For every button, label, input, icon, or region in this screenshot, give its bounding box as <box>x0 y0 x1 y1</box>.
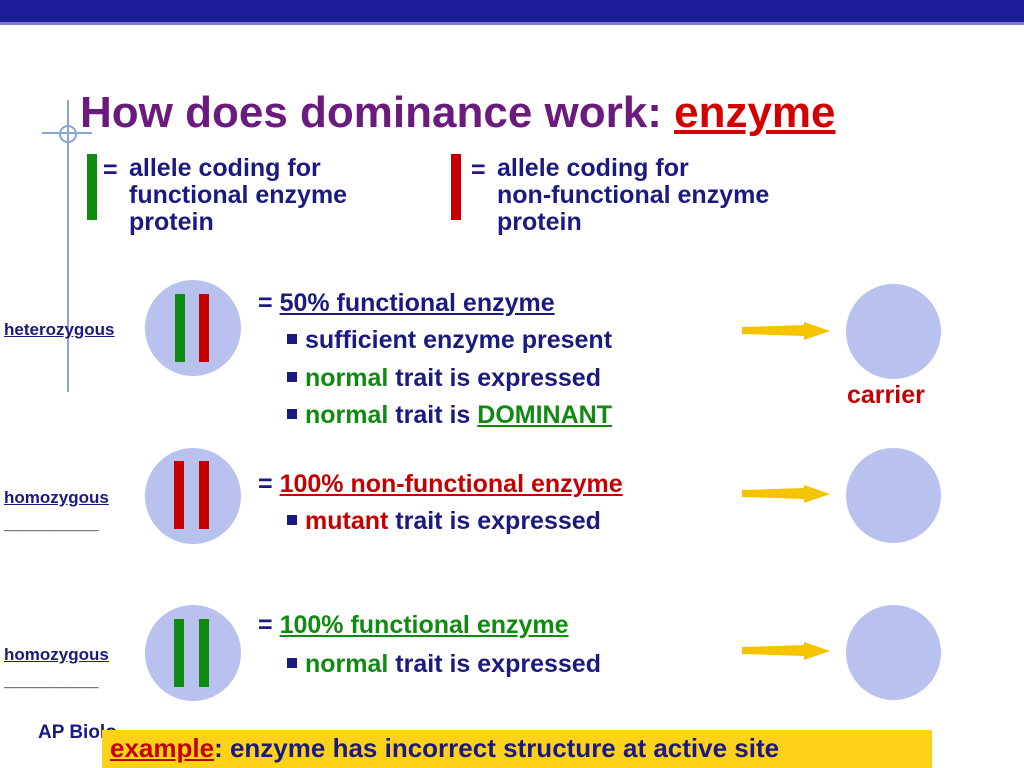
bullet-square-icon <box>287 409 297 419</box>
carrier-label: carrier <box>847 381 925 409</box>
allele-bar-green <box>199 619 209 687</box>
row-headline: = 100% non-functional enzyme <box>258 470 623 499</box>
allele-bar-red <box>199 294 209 362</box>
cell-circle <box>145 448 241 544</box>
row-label-homozygous: homozygous <box>4 645 109 664</box>
bullet-text-normal: normal <box>305 401 389 429</box>
title-main: How does dominance work: <box>80 88 675 137</box>
headline-text: 100% functional enzyme <box>279 611 569 639</box>
bullet-item: normal trait is DOMINANT <box>287 401 612 430</box>
bullet-text: sufficient enzyme present <box>305 326 613 354</box>
top-bar <box>0 0 1024 22</box>
legend-line: non-functional enzyme <box>497 181 770 209</box>
legend-line: functional enzyme <box>129 181 348 209</box>
yellow-arrow-icon <box>742 642 830 660</box>
cell-circle <box>145 605 241 701</box>
bullet-square-icon <box>287 515 297 525</box>
legend-line: protein <box>497 208 582 236</box>
bullet-item: normal trait is expressed <box>287 364 601 393</box>
legend-functional-text: allele coding for functional enzyme prot… <box>129 155 347 236</box>
legend-equals: = <box>471 156 486 184</box>
legend-equals: = <box>103 156 118 184</box>
bullet-item: mutant trait is expressed <box>287 507 601 536</box>
guide-vertical-line <box>67 100 69 392</box>
result-circle <box>846 448 941 543</box>
bullet-square-icon <box>287 334 297 344</box>
bullet-square-icon <box>287 372 297 382</box>
bullet-item: normal trait is expressed <box>287 650 601 679</box>
example-text: : enzyme has incorrect structure at acti… <box>214 733 780 763</box>
equals-sign: = <box>258 611 273 639</box>
legend-line: allele coding for <box>129 154 321 182</box>
top-bar-accent <box>0 22 1024 25</box>
cell-circle <box>145 280 241 376</box>
bullet-square-icon <box>287 658 297 668</box>
bullet-text-normal: normal <box>305 650 389 678</box>
equals-sign: = <box>258 470 273 498</box>
bullet-item: sufficient enzyme present <box>287 326 612 355</box>
legend-red-allele-icon <box>451 154 461 220</box>
equals-sign: = <box>258 289 273 317</box>
headline-text: 100% non-functional enzyme <box>279 470 623 498</box>
result-circle <box>846 605 941 700</box>
legend-line: protein <box>129 208 214 236</box>
fill-in-blank: __________ <box>4 671 99 690</box>
legend-nonfunctional-text: allele coding for non-functional enzyme … <box>497 155 769 236</box>
bullet-text: trait is expressed <box>388 650 601 678</box>
slide-title: How does dominance work: enzyme <box>80 88 836 138</box>
bullet-text-dominant: DOMINANT <box>477 401 612 429</box>
allele-bar-green <box>175 294 185 362</box>
result-circle <box>846 284 941 379</box>
legend-line: allele coding for <box>497 154 689 182</box>
allele-bar-red <box>199 461 209 529</box>
bullet-text: trait is expressed <box>388 507 601 535</box>
fill-in-blank: __________ <box>4 514 99 533</box>
example-caption: example: enzyme has incorrect structure … <box>110 733 779 764</box>
row-label-homozygous: homozygous <box>4 488 109 507</box>
allele-bar-red <box>174 461 184 529</box>
course-footer: AP Biology <box>38 722 116 743</box>
bullet-text: trait is <box>388 401 478 429</box>
row-headline: = 100% functional enzyme <box>258 611 569 640</box>
bullet-text-mutant: mutant <box>305 507 389 535</box>
yellow-arrow-icon <box>742 485 830 503</box>
allele-bar-green <box>174 619 184 687</box>
bullet-text: trait is expressed <box>388 364 601 392</box>
bullet-text-normal: normal <box>305 364 389 392</box>
title-accent: enzyme <box>674 88 836 137</box>
headline-text: 50% functional enzyme <box>279 289 555 317</box>
example-highlight-box <box>102 730 932 768</box>
example-label: example <box>110 733 215 763</box>
crosshair-icon <box>59 125 77 143</box>
yellow-arrow-icon <box>742 322 830 340</box>
legend-green-allele-icon <box>87 154 97 220</box>
row-label-heterozygous: heterozygous <box>4 320 115 339</box>
row-headline: = 50% functional enzyme <box>258 289 555 318</box>
